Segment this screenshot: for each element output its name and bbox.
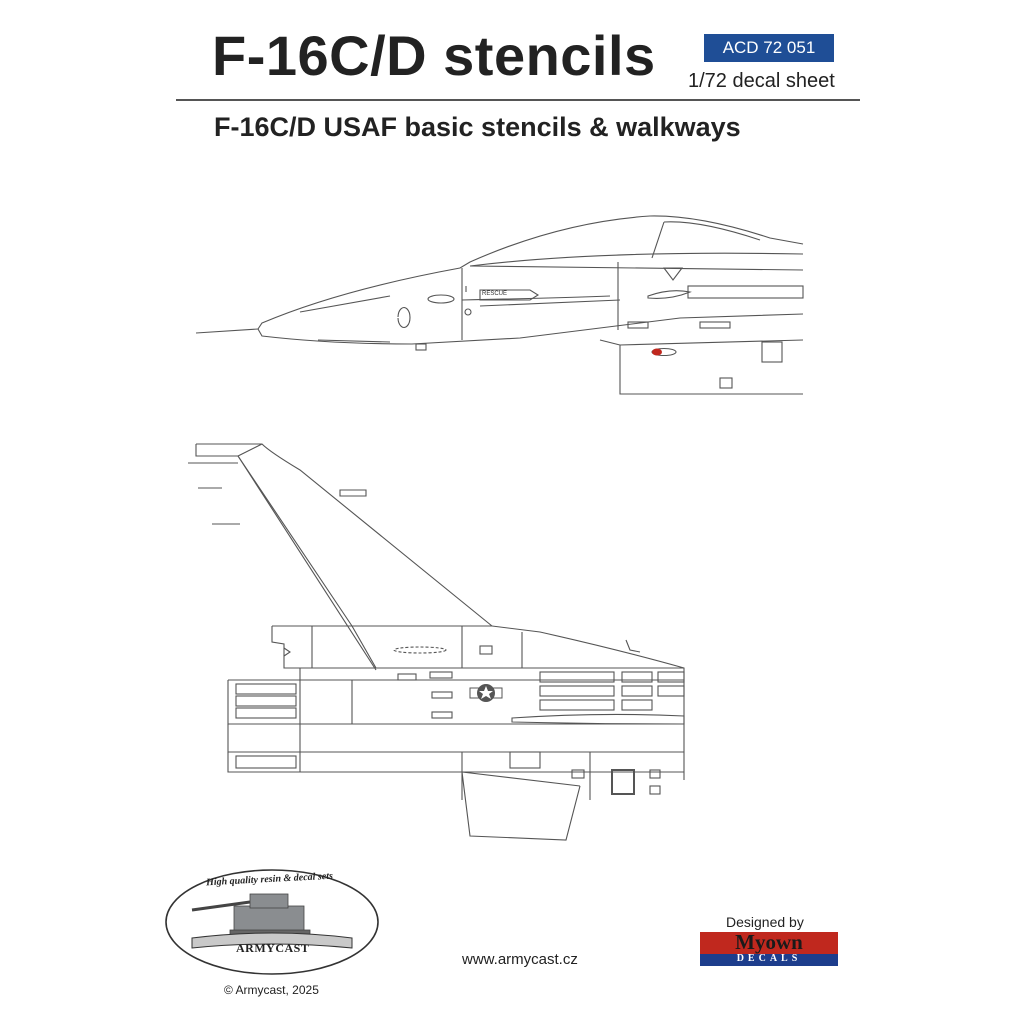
sheet-subtitle: F-16C/D USAF basic stencils & walkways	[214, 112, 741, 142]
armycast-logo	[165, 869, 379, 975]
website-link[interactable]: www.armycast.cz	[462, 951, 578, 968]
sheet-title: F-16C/D stencils	[212, 24, 656, 87]
designer-sub: DECALS	[736, 953, 802, 964]
national-insignia-roundel	[469, 684, 503, 702]
myown-decals-logo	[700, 932, 838, 966]
designed-by-label: Designed by	[726, 914, 804, 930]
copyright-text: © Armycast, 2025	[224, 983, 319, 997]
header-divider	[176, 99, 860, 101]
rear-fuselage-drawing	[188, 443, 685, 841]
forward-fuselage-drawing	[195, 215, 804, 395]
product-code-badge: ACD 72 051	[704, 34, 834, 62]
logo-name: ARMYCAST	[236, 941, 310, 955]
scale-label: 1/72 decal sheet	[688, 70, 835, 92]
rescue-stencil: RESCUE	[482, 291, 508, 297]
designer-name: Myown	[735, 930, 803, 954]
